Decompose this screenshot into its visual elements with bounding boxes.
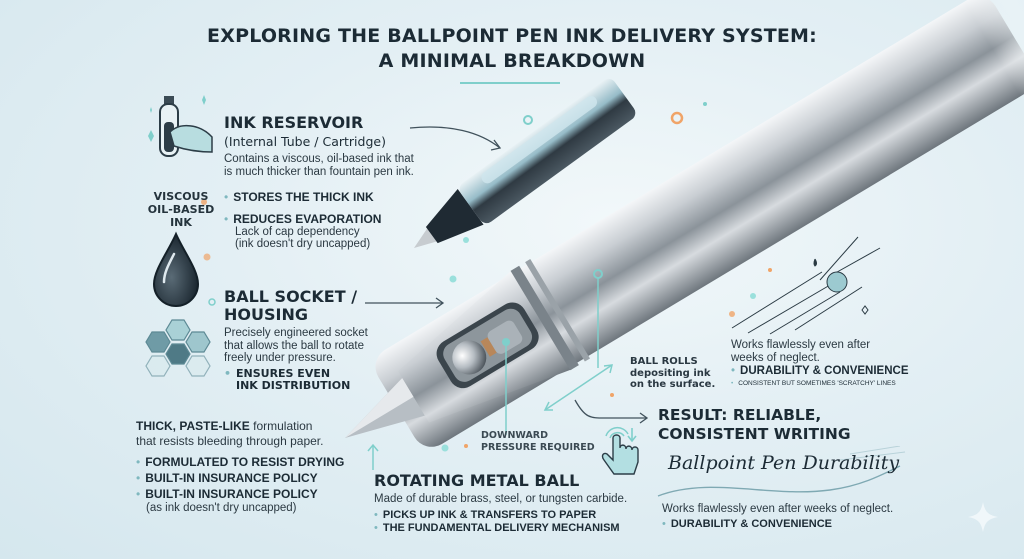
metal-ball-bullet: THE FUNDAMENTAL DELIVERY MECHANISM: [374, 522, 674, 535]
ink-formulation-note: (as ink doesn't dry uncapped): [146, 502, 297, 514]
result-bullet: DURABILITY & CONVENIENCE: [662, 518, 832, 531]
metal-ball-description: Made of durable brass, steel, or tungste…: [374, 493, 628, 505]
pointing-hand-press-icon: [601, 426, 639, 475]
ink-formulation-section: THICK, PASTE-LIKE formulation that resis…: [136, 419, 376, 514]
script-title: Ballpoint Pen Durability: [668, 452, 900, 474]
durability-bullet: CONSISTENT BUT SOMETIMES 'SCRATCHY' LINE…: [731, 379, 931, 388]
ink-formulation-bullet: BUILT-IN INSURANCE POLICY: [136, 470, 376, 486]
ink-tube-in-hand-icon: [148, 95, 213, 157]
result-section: RESULT: RELIABLE, CONSISTENT WRITING: [658, 406, 898, 444]
ball-socket-heading: BALL SOCKET / HOUSING: [224, 287, 358, 324]
ball-rolls-label: BALL ROLLS depositing ink on the surface…: [630, 356, 716, 390]
ball-on-paper-icon: [731, 236, 881, 335]
durability-note-section: Works flawlessly even after weeks of neg…: [731, 339, 931, 388]
ink-formulation-description: THICK, PASTE-LIKE formulation that resis…: [136, 419, 324, 448]
ball-socket-description: Precisely engineered socket that allows …: [224, 327, 368, 364]
downward-pressure-label: DOWNWARD PRESSURE REQUIRED: [481, 430, 595, 453]
ball-socket-section: BALL SOCKET / HOUSING Precisely engineer…: [224, 288, 374, 392]
ink-reservoir-subheading: (Internal Tube / Cartridge): [224, 134, 386, 149]
ink-reservoir-heading: INK RESERVOIR: [224, 113, 364, 132]
ink-reservoir-note: Lack of cap dependency (ink doesn't dry …: [235, 226, 371, 250]
page-title: EXPLORING THE BALLPOINT PEN INK DELIVERY…: [0, 24, 1024, 74]
title-underline: [460, 82, 560, 84]
durability-description: Works flawlessly even after weeks of neg…: [731, 339, 871, 364]
durability-heading: DURABILITY & CONVENIENCE: [731, 364, 931, 379]
result-heading: RESULT: RELIABLE, CONSISTENT WRITING: [658, 406, 851, 443]
metal-ball-heading: ROTATING METAL BALL: [374, 471, 580, 490]
ink-reservoir-bullet: REDUCES EVAPORATION: [224, 212, 464, 226]
title-line-1: EXPLORING THE BALLPOINT PEN INK DELIVERY…: [207, 25, 817, 47]
ink-formulation-bullet: FORMULATED TO RESIST DRYING: [136, 454, 376, 470]
script-swash: [657, 446, 906, 497]
ball-socket-bullet: • ENSURES EVEN INK DISTRIBUTION: [224, 366, 351, 392]
metal-ball-section: ROTATING METAL BALL Made of durable bras…: [374, 471, 674, 535]
ink-reservoir-bullet: STORES THE THICK INK: [224, 190, 464, 204]
ink-reservoir-section: INK RESERVOIR (Internal Tube / Cartridge…: [224, 113, 464, 250]
ink-reservoir-description: Contains a viscous, oil-based ink that i…: [224, 153, 414, 178]
hexagon-cluster-icon: [145, 319, 211, 377]
ink-drop-icon: [152, 231, 200, 307]
metal-ball-bullet: PICKS UP INK & TRANSFERS TO PAPER: [374, 509, 674, 522]
sparkle-icon: [968, 502, 998, 532]
viscous-ink-label: VISCOUS OIL-BASED INK: [147, 190, 215, 229]
result-description: Works flawlessly even after weeks of neg…: [662, 503, 894, 515]
ink-formulation-bullet: BUILT-IN INSURANCE POLICY: [136, 486, 376, 502]
title-line-2: A MINIMAL BREAKDOWN: [378, 50, 646, 72]
